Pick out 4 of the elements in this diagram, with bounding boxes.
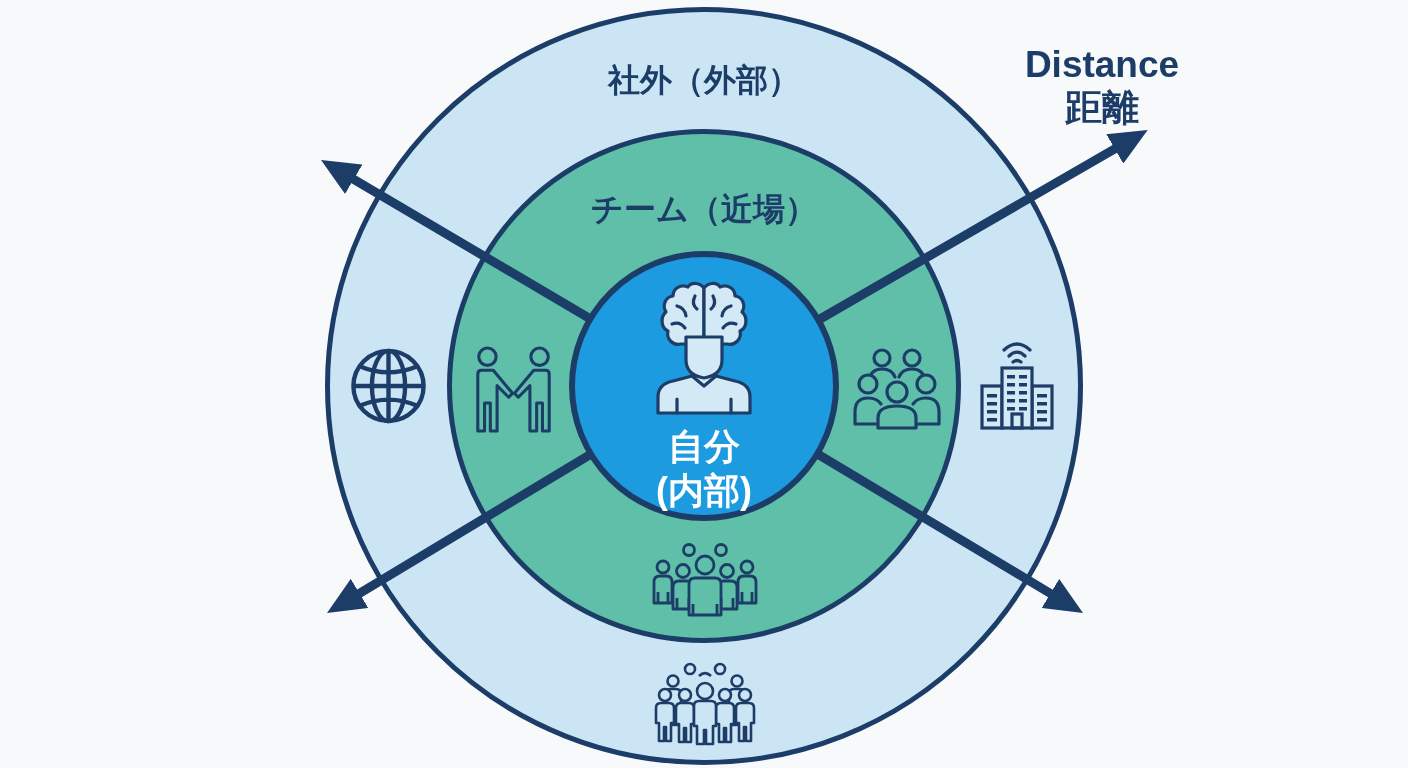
circle-label: 自分(内部): [655, 425, 753, 513]
ring-label: チーム（近場）: [591, 189, 817, 229]
ring-label: 社外（外部）: [608, 60, 800, 100]
axis-label: Distance 距離: [1024, 44, 1180, 130]
